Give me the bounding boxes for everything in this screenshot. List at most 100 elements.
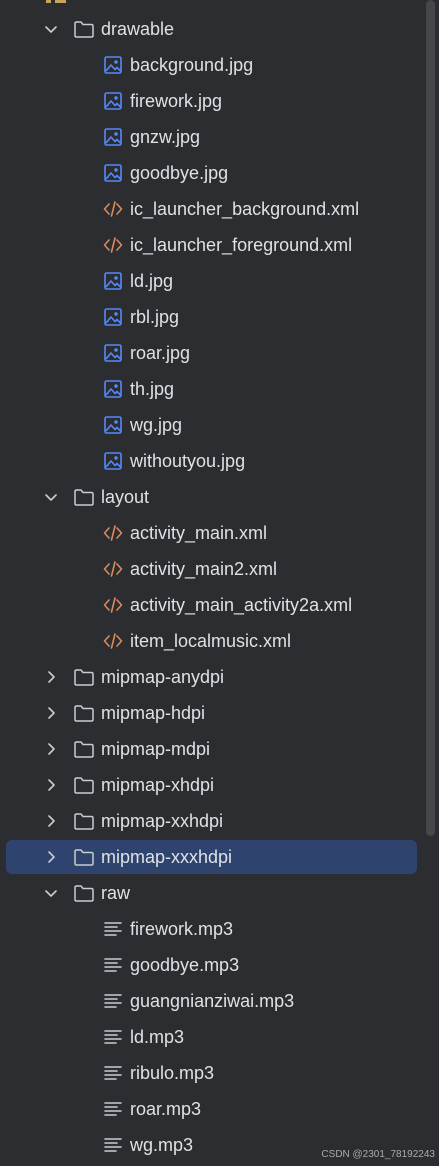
tree-file-th.jpg[interactable]: th.jpg (0, 371, 420, 407)
scroll-edge-marker (46, 0, 68, 3)
folder-icon (74, 885, 94, 902)
tree-file-ribulo.mp3[interactable]: ribulo.mp3 (0, 1055, 420, 1091)
folder-label: drawable (101, 19, 175, 39)
tree-file-wg.jpg[interactable]: wg.jpg (0, 407, 420, 443)
watermark: CSDN @2301_78192243 (321, 1149, 435, 1160)
folder-icon (74, 489, 94, 506)
chevron-down-icon[interactable] (42, 884, 60, 902)
folder-icon (74, 741, 94, 758)
tree-file-guangnianziwai.mp3[interactable]: guangnianziwai.mp3 (0, 983, 420, 1019)
file-label: activity_main.xml (130, 523, 268, 543)
chevron-down-icon[interactable] (42, 20, 60, 38)
image-icon (104, 308, 122, 326)
file-label: goodbye.jpg (130, 163, 229, 183)
tree-file-firework.jpg[interactable]: firework.jpg (0, 83, 420, 119)
text-file-icon (104, 1030, 122, 1044)
tree-file-rbl.jpg[interactable]: rbl.jpg (0, 299, 420, 335)
tree-file-background.jpg[interactable]: background.jpg (0, 47, 420, 83)
tree-file-wg.mp3[interactable]: wg.mp3 (0, 1127, 420, 1163)
tree-file-goodbye.mp3[interactable]: goodbye.mp3 (0, 947, 420, 983)
folder-icon (74, 777, 94, 794)
image-icon (104, 56, 122, 74)
folder-icon (74, 705, 94, 722)
folder-label: mipmap-xxxhdpi (101, 847, 233, 867)
tree-file-roar.mp3[interactable]: roar.mp3 (0, 1091, 420, 1127)
tree-file-item_localmusic.xml[interactable]: item_localmusic.xml (0, 623, 420, 659)
folder-label: mipmap-hdpi (101, 703, 206, 723)
file-label: activity_main_activity2a.xml (130, 595, 353, 615)
file-label: background.jpg (130, 55, 254, 75)
tree-file-ld.mp3[interactable]: ld.mp3 (0, 1019, 420, 1055)
tree-file-roar.jpg[interactable]: roar.jpg (0, 335, 420, 371)
file-label: withoutyou.jpg (130, 451, 246, 471)
tree-file-ld.jpg[interactable]: ld.jpg (0, 263, 420, 299)
tree-folder-mipmap-anydpi[interactable]: mipmap-anydpi (0, 659, 420, 695)
chevron-right-icon[interactable] (42, 812, 60, 830)
file-label: item_localmusic.xml (130, 631, 292, 651)
image-icon (104, 92, 122, 110)
folder-label: mipmap-xxhdpi (101, 811, 224, 831)
tree-file-ic_launcher_background.xml[interactable]: ic_launcher_background.xml (0, 191, 420, 227)
file-label: ic_launcher_foreground.xml (130, 235, 353, 255)
chevron-right-icon[interactable] (42, 704, 60, 722)
tree-file-goodbye.jpg[interactable]: goodbye.jpg (0, 155, 420, 191)
folder-icon (74, 669, 94, 686)
tree-folder-mipmap-hdpi[interactable]: mipmap-hdpi (0, 695, 420, 731)
tree-folder-mipmap-xhdpi[interactable]: mipmap-xhdpi (0, 767, 420, 803)
file-label: gnzw.jpg (130, 127, 201, 147)
image-icon (104, 164, 122, 182)
tree-file-activity_main2.xml[interactable]: activity_main2.xml (0, 551, 420, 587)
image-icon (104, 452, 122, 470)
folder-label: mipmap-anydpi (101, 667, 225, 687)
image-icon (104, 416, 122, 434)
file-label: wg.mp3 (130, 1135, 194, 1155)
chevron-right-icon[interactable] (42, 668, 60, 686)
folder-label: mipmap-mdpi (101, 739, 211, 759)
text-file-icon (104, 1138, 122, 1152)
image-icon (104, 272, 122, 290)
file-label: wg.jpg (130, 415, 183, 435)
tree-folder-drawable[interactable]: drawable (0, 11, 420, 47)
chevron-right-icon[interactable] (42, 776, 60, 794)
chevron-right-icon[interactable] (42, 740, 60, 758)
tree-folder-mipmap-xxxhdpi[interactable]: mipmap-xxxhdpi (0, 839, 420, 875)
tree-file-activity_main_activity2a.xml[interactable]: activity_main_activity2a.xml (0, 587, 420, 623)
tree-folder-mipmap-mdpi[interactable]: mipmap-mdpi (0, 731, 420, 767)
file-label: activity_main2.xml (130, 559, 278, 579)
folder-icon (74, 813, 94, 830)
tree-file-ic_launcher_foreground.xml[interactable]: ic_launcher_foreground.xml (0, 227, 420, 263)
folder-icon (74, 21, 94, 38)
file-label: ld.mp3 (130, 1027, 185, 1047)
tree-folder-layout[interactable]: layout (0, 479, 420, 515)
xml-icon (103, 237, 123, 253)
file-label: ribulo.mp3 (130, 1063, 215, 1083)
text-file-icon (104, 994, 122, 1008)
file-label: firework.mp3 (130, 919, 234, 939)
chevron-down-icon[interactable] (42, 488, 60, 506)
file-label: th.jpg (130, 379, 175, 399)
file-label: guangnianziwai.mp3 (130, 991, 295, 1011)
tree-folder-raw[interactable]: raw (0, 875, 420, 911)
folder-label: mipmap-xhdpi (101, 775, 215, 795)
image-icon (104, 380, 122, 398)
file-label: firework.jpg (130, 91, 223, 111)
text-file-icon (104, 958, 122, 972)
project-tree: drawable background.jpg firework.jpg gnz… (0, 11, 420, 1163)
image-icon (104, 128, 122, 146)
text-file-icon (104, 1066, 122, 1080)
file-label: rbl.jpg (130, 307, 180, 327)
file-label: ic_launcher_background.xml (130, 199, 360, 219)
tree-file-activity_main.xml[interactable]: activity_main.xml (0, 515, 420, 551)
tree-folder-mipmap-xxhdpi[interactable]: mipmap-xxhdpi (0, 803, 420, 839)
file-label: goodbye.mp3 (130, 955, 240, 975)
file-label: roar.mp3 (130, 1099, 202, 1119)
xml-icon (103, 525, 123, 541)
tree-file-firework.mp3[interactable]: firework.mp3 (0, 911, 420, 947)
vertical-scrollbar[interactable] (426, 0, 435, 836)
tree-file-withoutyou.jpg[interactable]: withoutyou.jpg (0, 443, 420, 479)
xml-icon (103, 201, 123, 217)
xml-icon (103, 597, 123, 613)
tree-file-gnzw.jpg[interactable]: gnzw.jpg (0, 119, 420, 155)
chevron-right-icon[interactable] (42, 848, 60, 866)
xml-icon (103, 633, 123, 649)
